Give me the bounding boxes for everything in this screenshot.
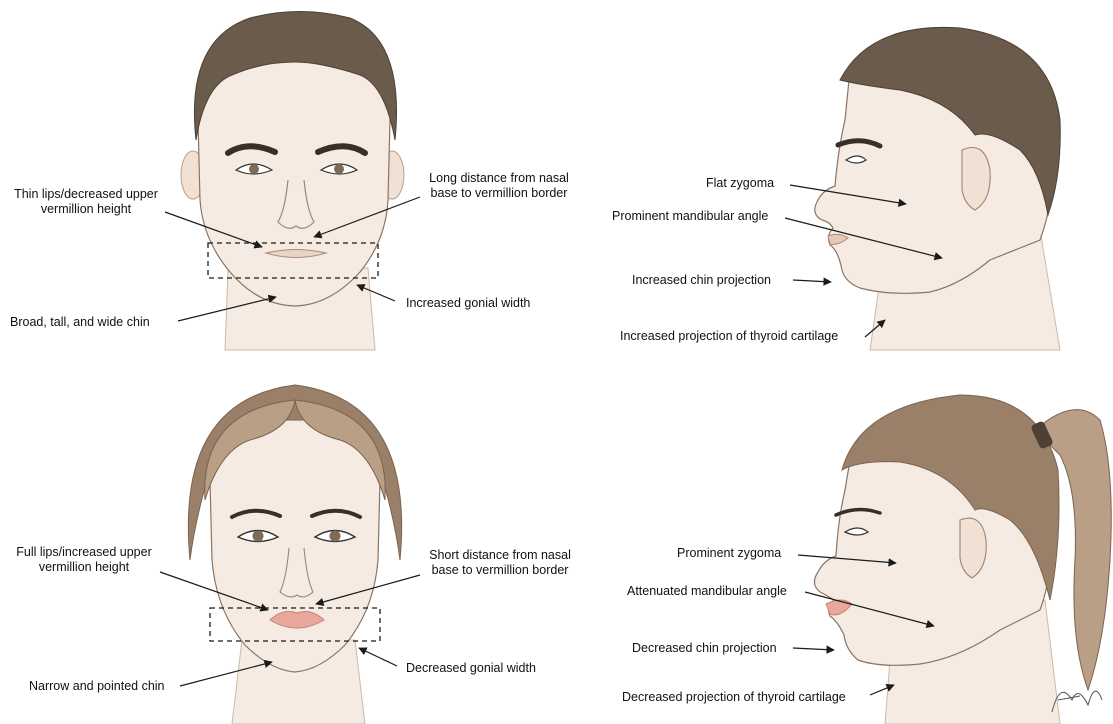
label-female-full-lips: Full lips/increased upper vermillion hei…	[16, 545, 152, 575]
arrow-female-gonial-width	[359, 648, 397, 666]
female-front-illustration	[188, 385, 401, 724]
label-male-gonial-width: Increased gonial width	[406, 296, 530, 311]
label-female-mandibular-angle: Attenuated mandibular angle	[627, 584, 787, 599]
male-front-face	[198, 50, 390, 306]
label-male-thyroid: Increased projection of thyroid cartilag…	[620, 329, 838, 344]
label-female-chin-projection: Decreased chin projection	[632, 641, 777, 656]
label-male-thin-lips: Thin lips/decreased upper vermillion hei…	[14, 187, 158, 217]
male-front-illustration	[181, 12, 404, 351]
label-female-thyroid: Decreased projection of thyroid cartilag…	[622, 690, 846, 705]
male-profile-illustration	[815, 27, 1060, 350]
label-female-zygoma: Prominent zygoma	[677, 546, 781, 561]
label-male-long-distance: Long distance from nasal base to vermill…	[429, 171, 569, 201]
arrow-female-chin-projection	[793, 648, 834, 650]
male-front-right-iris	[334, 164, 344, 174]
label-male-broad-chin: Broad, tall, and wide chin	[10, 315, 150, 330]
label-female-gonial-width: Decreased gonial width	[406, 661, 536, 676]
female-front-face	[210, 420, 380, 672]
label-female-short-distance: Short distance from nasal base to vermil…	[429, 548, 571, 578]
female-front-right-iris	[330, 531, 341, 542]
female-front-left-iris	[253, 531, 264, 542]
label-male-chin-projection: Increased chin projection	[632, 273, 771, 288]
label-male-mandibular-angle: Prominent mandibular angle	[612, 209, 768, 224]
male-front-left-iris	[249, 164, 259, 174]
label-female-narrow-chin: Narrow and pointed chin	[29, 679, 165, 694]
artist-signature	[1052, 691, 1102, 712]
label-male-zygoma: Flat zygoma	[706, 176, 774, 191]
arrow-male-chin-projection	[793, 280, 831, 282]
